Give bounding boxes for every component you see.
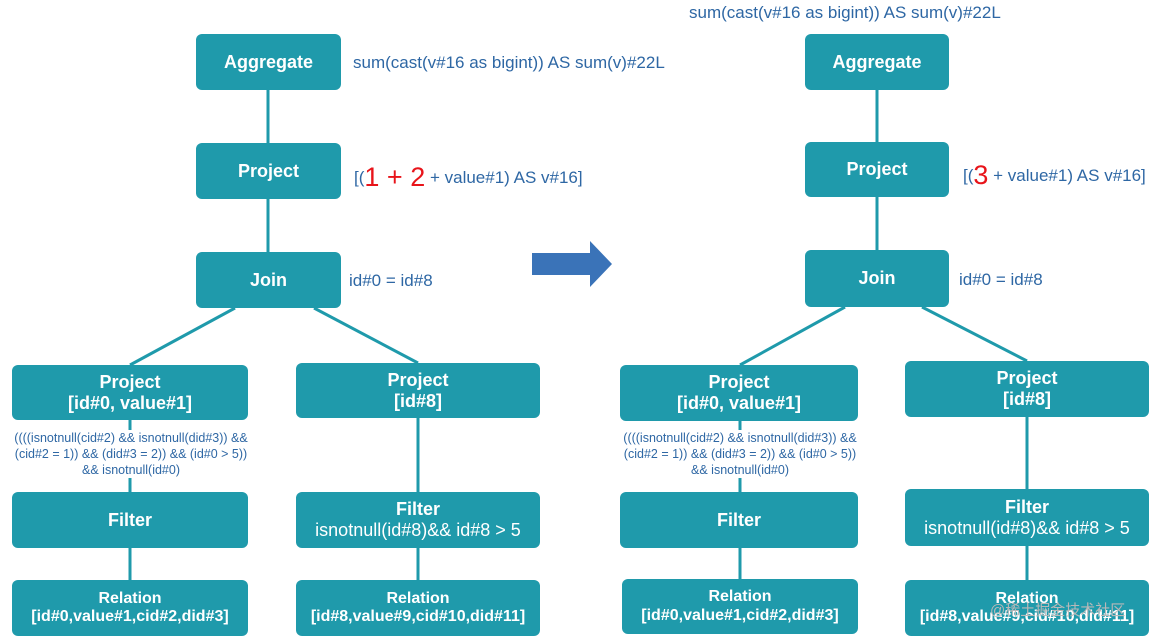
right-condition-line-1: ((((isnotnull(cid#2) && isnotnull(did#3)… xyxy=(623,431,857,445)
right-filter-left-node: Filter xyxy=(620,492,858,548)
left-relation-left-node: Relation [id#0,value#1,cid#2,did#3] xyxy=(12,580,248,636)
left-join-label: Join xyxy=(249,269,287,290)
left-filter-right-node: Filter isnotnull(id#8)&& id#8 > 5 xyxy=(296,492,540,548)
left-project-expr-prefix: [( xyxy=(354,168,365,187)
right-condition-line-3: && isnotnull(id#0) xyxy=(691,463,789,477)
right-project-right-cols: [id#8] xyxy=(1002,389,1051,409)
transform-arrow xyxy=(532,241,612,287)
right-project-expr-literal: 3 xyxy=(973,160,989,190)
left-project-right-title: Project xyxy=(387,369,449,390)
left-filter-left-node: Filter xyxy=(12,492,248,548)
left-condition-line-3: && isnotnull(id#0) xyxy=(82,463,180,477)
right-aggregate-node: Aggregate xyxy=(805,34,949,90)
right-project-top-label: Project xyxy=(846,159,908,180)
left-project-expr-literal-2: 2 xyxy=(410,162,426,192)
left-project-left-title: Project xyxy=(99,371,161,392)
left-project-right-cols: [id#8] xyxy=(393,390,442,411)
right-relation-left-cols: [id#0,value#1,cid#2,did#3] xyxy=(641,606,839,624)
right-filter-right-title: Filter xyxy=(1004,496,1049,517)
right-relation-left-title: Relation xyxy=(708,588,772,606)
right-filter-right-node: Filter isnotnull(id#8)&& id#8 > 5 xyxy=(905,489,1149,546)
left-condition-line-1: ((((isnotnull(cid#2) && isnotnull(did#3)… xyxy=(14,431,248,445)
right-relation-right-node: Relation [id#8,value#9,cid#10,did#11] xyxy=(905,580,1149,636)
left-project-expr-plus: + xyxy=(379,162,411,192)
right-project-right-node: Project [id#8] xyxy=(905,361,1149,417)
right-project-right-title: Project xyxy=(996,368,1058,389)
right-join-node: Join xyxy=(805,250,949,307)
watermark-text: @稀土掘金技术社区 xyxy=(990,602,1126,619)
right-relation-right-title: Relation xyxy=(995,589,1059,607)
edge-join-projectL-right xyxy=(739,305,846,367)
left-filter-left-label: Filter xyxy=(107,509,152,530)
left-aggregate-label: Aggregate xyxy=(223,51,313,72)
left-relation-right-title: Relation xyxy=(386,589,450,607)
left-condition-line-2: (cid#2 = 1)) && (did#3 = 2)) && (id#0 > … xyxy=(14,447,248,461)
right-project-left-node: Project [id#0, value#1] xyxy=(620,365,858,421)
left-aggregate-expr: sum(cast(v#16 as bigint)) AS sum(v)#22L xyxy=(353,53,665,72)
left-project-top-node: Project xyxy=(196,143,341,199)
left-relation-left-cols: [id#0,value#1,cid#2,did#3] xyxy=(31,608,229,625)
right-project-expr-prefix: [( xyxy=(963,166,974,185)
left-filter-condition: ((((isnotnull(cid#2) && isnotnull(did#3)… xyxy=(2,430,260,478)
right-project-left-title: Project xyxy=(708,372,770,393)
right-project-expr-suffix: + value#1) AS v#16] xyxy=(988,166,1146,185)
left-filter-right-title: Filter xyxy=(395,499,440,520)
right-filter-right-expr: isnotnull(id#8)&& id#8 > 5 xyxy=(924,517,1130,538)
edge-join-projectL-left xyxy=(129,306,236,367)
edge-join-projectR-left xyxy=(313,306,419,365)
left-aggregate-node: Aggregate xyxy=(196,34,341,90)
right-relation-right-cols: [id#8,value#9,cid#10,did#11] xyxy=(919,608,1135,625)
left-relation-right-node: Relation [id#8,value#9,cid#10,did#11] xyxy=(296,580,540,636)
left-join-expr: id#0 = id#8 xyxy=(349,271,433,290)
left-project-expr-literal-1: 1 xyxy=(364,162,380,192)
left-filter-right-expr: isnotnull(id#8)&& id#8 > 5 xyxy=(315,520,521,540)
right-condition-line-2: (cid#2 = 1)) && (did#3 = 2)) && (id#0 > … xyxy=(623,447,857,461)
right-relation-left-node: Relation [id#0,value#1,cid#2,did#3] xyxy=(622,579,858,634)
left-project-top-label: Project xyxy=(237,160,300,181)
right-project-top-expr: [(3 + value#1) AS v#16] xyxy=(963,160,1146,191)
right-join-label: Join xyxy=(858,268,896,289)
left-join-node: Join xyxy=(196,252,341,308)
left-project-left-node: Project [id#0, value#1] xyxy=(12,365,248,420)
edge-join-projectR-right xyxy=(921,305,1028,363)
right-project-left-cols: [id#0, value#1] xyxy=(676,393,802,413)
left-relation-left-title: Relation xyxy=(98,589,162,607)
left-project-left-cols: [id#0, value#1] xyxy=(67,392,193,413)
right-filter-condition: ((((isnotnull(cid#2) && isnotnull(did#3)… xyxy=(610,430,870,478)
right-aggregate-label: Aggregate xyxy=(832,51,922,72)
left-project-top-expr: [(1 + 2 + value#1) AS v#16] xyxy=(354,162,583,193)
right-project-top-node: Project xyxy=(805,142,949,197)
right-join-expr: id#0 = id#8 xyxy=(959,270,1043,289)
right-filter-left-label: Filter xyxy=(716,509,761,530)
left-project-expr-suffix: + value#1) AS v#16] xyxy=(425,168,583,187)
left-project-right-node: Project [id#8] xyxy=(296,363,540,418)
left-relation-right-cols: [id#8,value#9,cid#10,did#11] xyxy=(310,608,526,625)
right-aggregate-expr: sum(cast(v#16 as bigint)) AS sum(v)#22L xyxy=(689,3,1001,22)
